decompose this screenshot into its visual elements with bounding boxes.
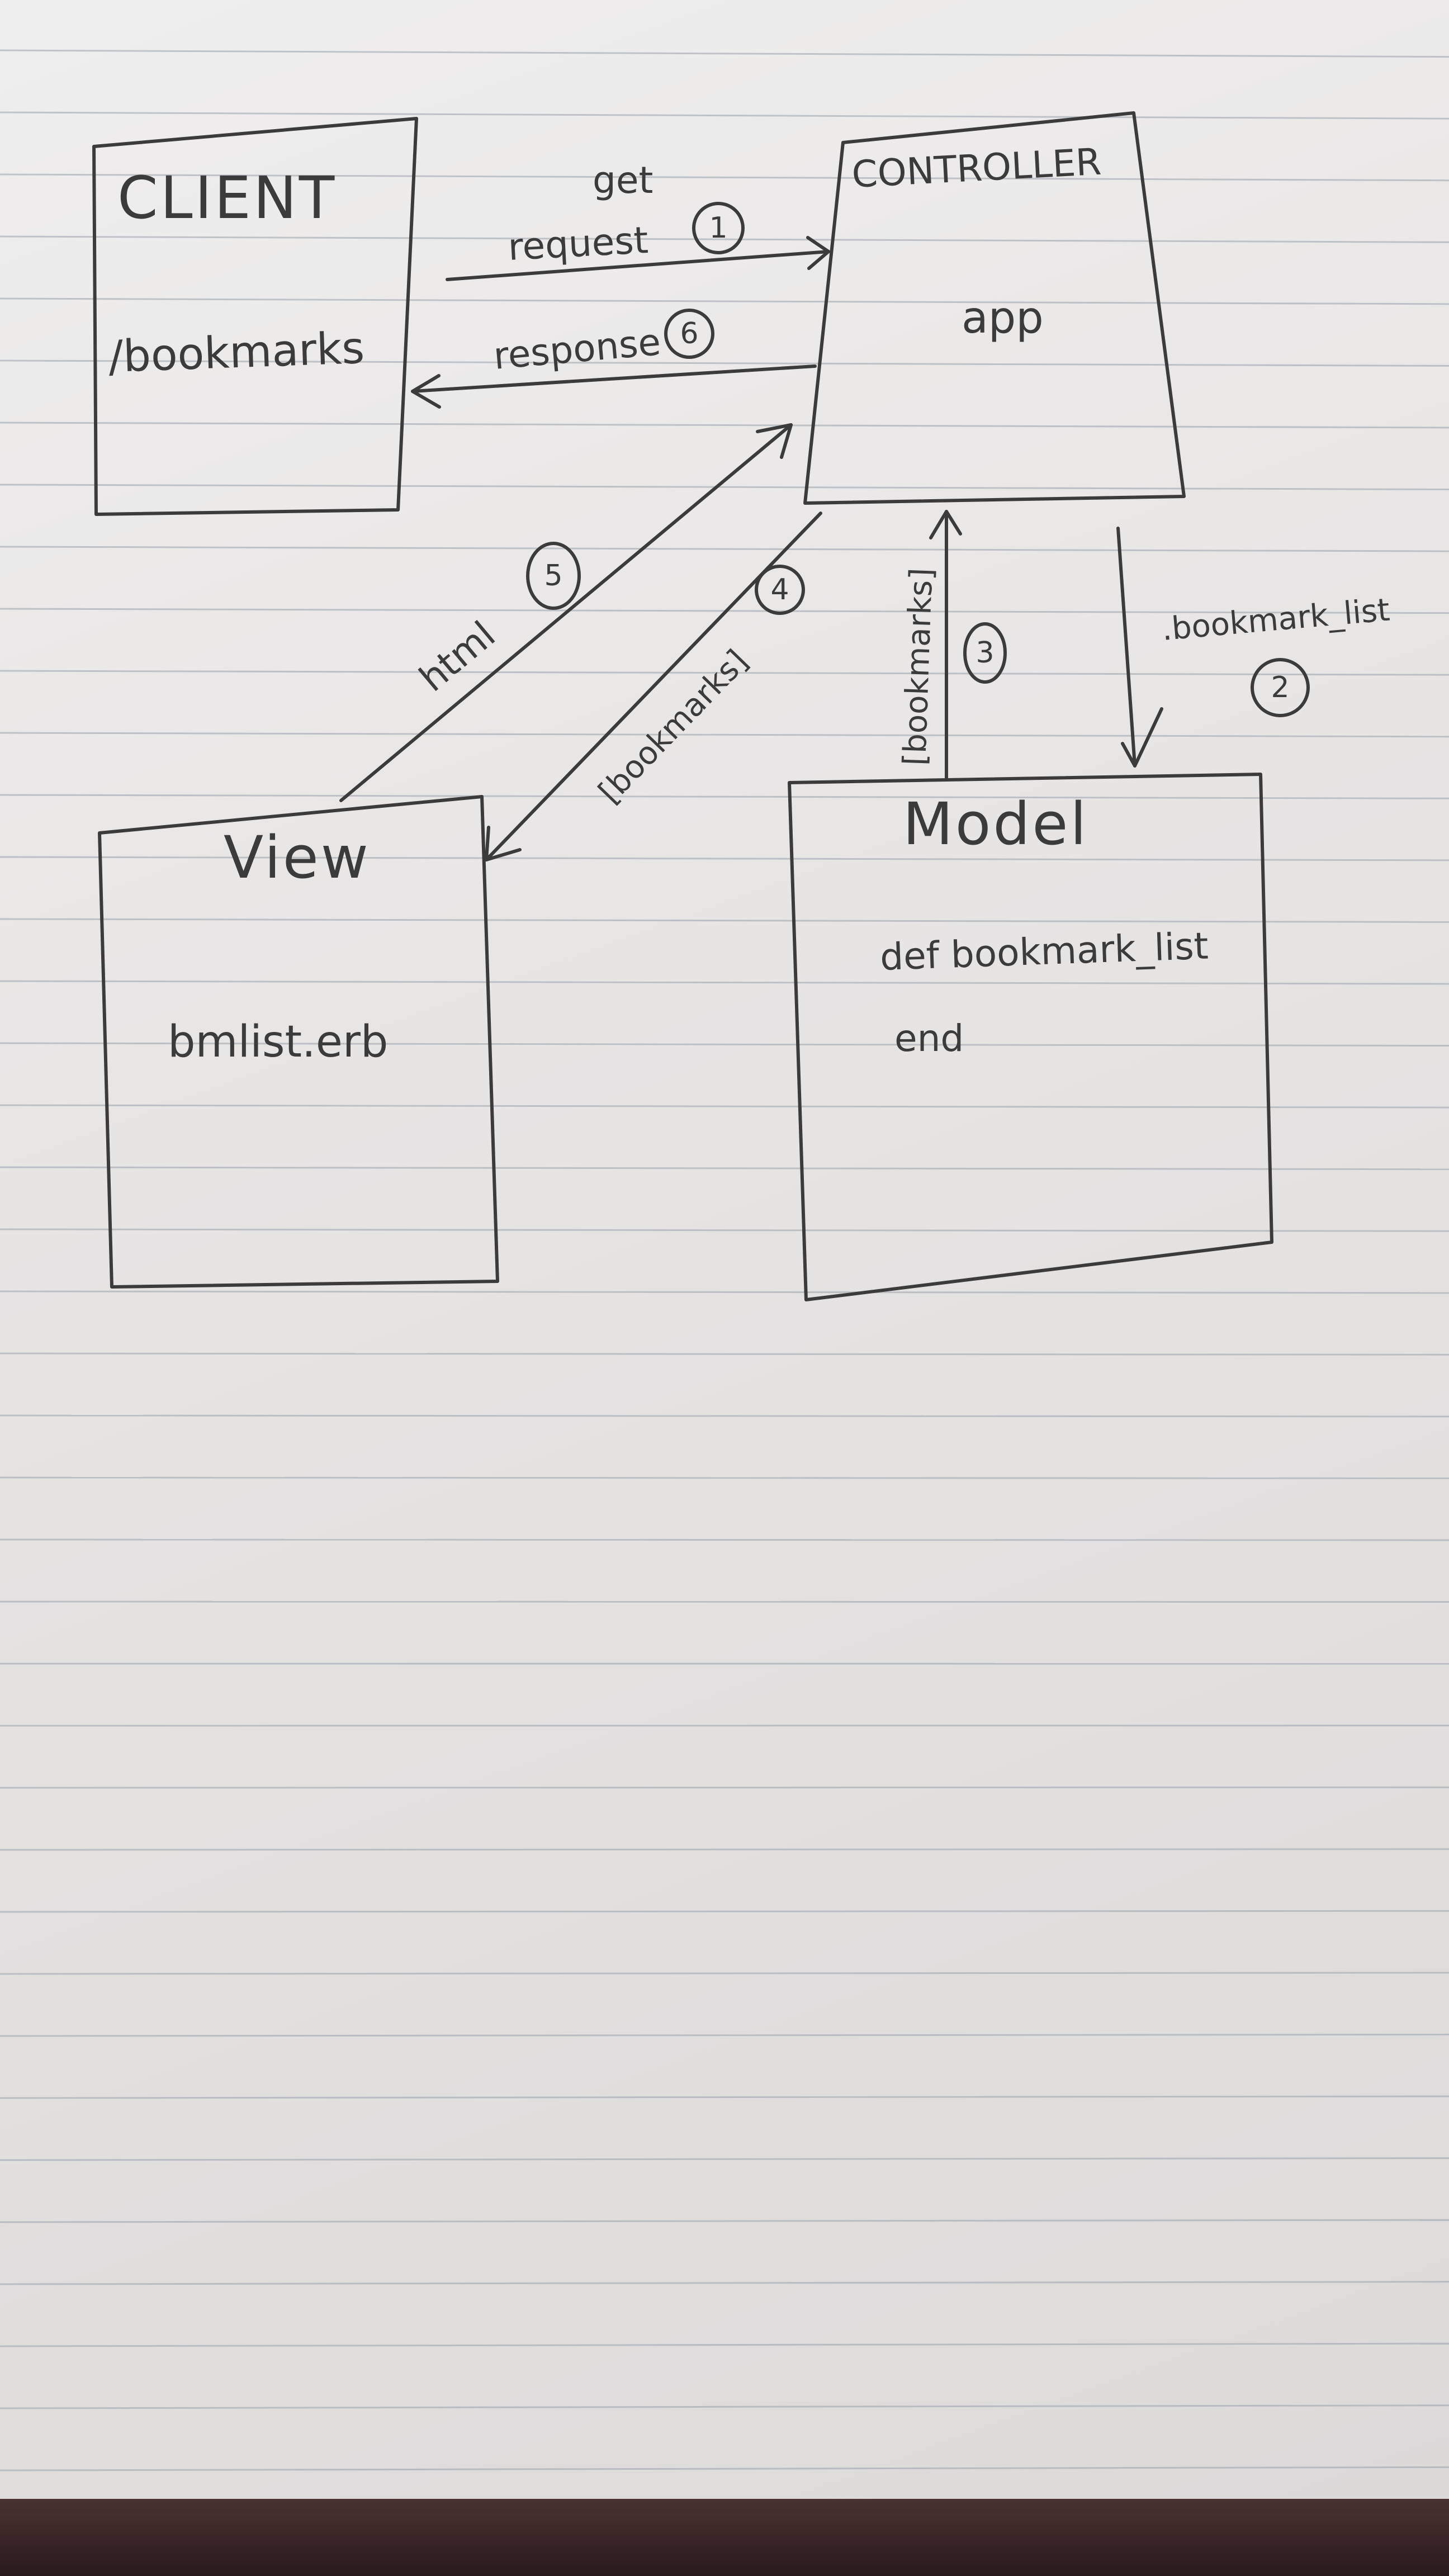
client-box: CLIENT /bookmarks [92,117,418,516]
ruled-line [0,111,1449,120]
ruled-lines [0,49,1449,2471]
ruled-line [0,2157,1449,2161]
step-4-badge [755,565,805,615]
get-request-arrow: get request 1 [446,159,830,281]
step-2-badge [1251,658,1310,717]
model-method-end: end [894,1017,964,1060]
ruled-line [0,2033,1449,2037]
view-box-outline [98,795,499,1289]
ruled-line [0,1352,1449,1356]
ruled-line [0,1848,1449,1851]
ruled-line [0,2095,1449,2099]
ruled-line [0,670,1449,676]
ruled-line [0,1228,1449,1232]
response-arrow: response 6 [411,309,817,409]
response-label: response [492,320,662,378]
ruled-line [0,732,1449,738]
ruled-line [0,422,1449,429]
step-5-badge [526,542,581,610]
ruled-line [0,1910,1449,1913]
get-request-line [446,252,830,281]
model-title: Model [903,790,1088,858]
ruled-line [0,546,1449,552]
bookmark-list-call-arrowhead [1121,707,1163,768]
step-2-number: 2 [1271,671,1289,704]
view-title: View [224,823,371,892]
model-method-def: def bookmark_list [879,925,1209,979]
ruled-line [0,297,1449,305]
ruled-line [0,1104,1449,1109]
get-request-label-line1: get [593,159,653,202]
ruled-line [0,359,1449,367]
controller-box: CONTROLLER app [803,111,1186,505]
bookmarks-to-view-arrowhead [485,826,522,861]
ruled-line [0,1290,1449,1294]
bookmarks-to-view-arrow: [bookmarks] 4 [485,512,822,861]
ruled-line [0,980,1449,985]
ruled-line [0,49,1449,58]
ruled-line [0,2404,1449,2409]
ruled-line [0,1166,1449,1171]
ruled-line [0,2219,1449,2223]
bookmarks-return-label: [bookmarks] [897,567,940,766]
ruled-line [0,1972,1449,1975]
response-line [411,364,817,393]
ruled-line [0,2281,1449,2285]
step-1-number: 1 [709,211,727,245]
ruled-line [0,918,1449,923]
bookmarks-return-arrow: [bookmarks] 3 [897,510,1007,782]
controller-title: CONTROLLER [851,140,1102,196]
step-3-number: 3 [976,636,994,670]
controller-app: app [962,293,1044,343]
model-box: Model def bookmark_list end [788,773,1273,1301]
controller-box-outline [803,111,1186,505]
ruled-line [0,484,1449,491]
ruled-line [0,235,1449,243]
bookmark-list-call-line [1116,527,1137,768]
step-5-number: 5 [544,559,562,593]
bookmarks-return-arrowhead [929,510,962,539]
html-to-controller-arrowhead [756,423,793,459]
ruled-line [0,856,1449,861]
bookmark-list-call-arrow: .bookmark_list 2 [1116,527,1391,768]
client-box-outline [92,117,418,516]
step-6-badge [664,309,714,359]
get-request-label-line2: request [507,219,650,269]
ruled-line [0,1042,1449,1047]
ruled-line [0,2466,1449,2471]
client-title: CLIENT [117,164,337,232]
get-request-arrowhead [806,236,830,270]
ruled-line [0,794,1449,799]
ruled-line [0,1414,1449,1418]
desk-surface [0,2499,1449,2576]
step-6-number: 6 [680,317,698,351]
view-template: bmlist.erb [168,1017,388,1067]
ruled-line [0,2342,1449,2347]
ruled-line [0,173,1449,182]
view-box: View bmlist.erb [98,795,499,1289]
response-arrowhead [411,374,441,409]
model-box-outline [788,773,1273,1301]
step-3-badge [963,622,1007,684]
ruled-line [0,1786,1449,1789]
step-4-number: 4 [770,573,789,607]
html-to-controller-line [339,423,793,802]
bookmarks-to-view-line [485,512,822,861]
client-route: /bookmarks [108,323,366,382]
bookmark-list-call-label: .bookmark_list [1161,592,1391,648]
html-to-controller-label: html [411,613,504,700]
step-1-badge [692,202,745,254]
